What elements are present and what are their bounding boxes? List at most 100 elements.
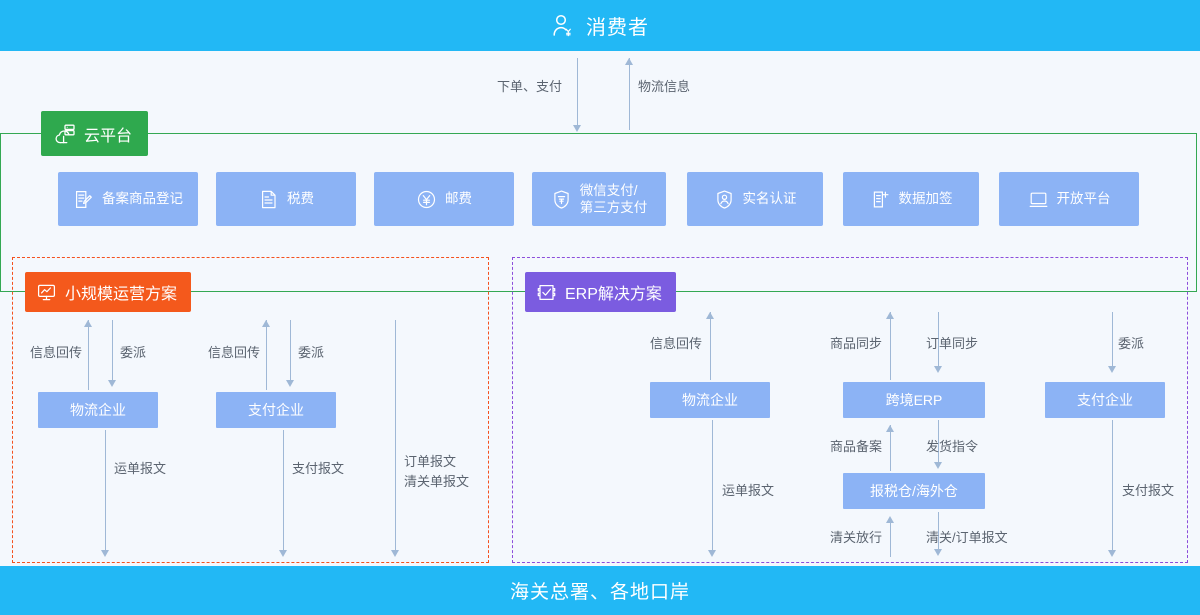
user-yen-icon <box>551 13 577 39</box>
edge-arrow-order-sync <box>934 366 942 373</box>
edge-arrow-logistics-info <box>624 58 633 65</box>
edge-label-info-return-left1: 信息回传 <box>29 345 82 360</box>
edge-arrow-payment-message-right <box>1108 550 1116 557</box>
edge-arrow-dispatch-left1 <box>108 380 116 387</box>
panel-erp-badge: ERP解决方案 <box>525 272 676 312</box>
erp-check-icon <box>536 282 557 303</box>
node-label: 物流企业 <box>682 392 738 408</box>
edge-line-info-return-right <box>710 312 712 380</box>
edge-arrow-waybill-message-right <box>708 550 716 557</box>
edge-arrow-customs-release <box>886 516 894 523</box>
edge-label-order-sync: 订单同步 <box>926 336 979 351</box>
shield-user-icon <box>714 189 735 210</box>
service-chip-label: 税费 <box>287 191 314 207</box>
node-payment-enterprise-left[interactable]: 支付企业 <box>216 392 336 428</box>
edge-arrow-info-return-right <box>706 312 714 319</box>
monitor-icon <box>1028 189 1049 210</box>
document-lines-icon <box>258 189 279 210</box>
node-cross-border-erp[interactable]: 跨境ERP <box>843 382 985 418</box>
edge-label-payment-message-right: 支付报文 <box>1122 483 1175 498</box>
service-chip-label: 数据加签 <box>898 191 953 207</box>
panel-small-scale-operation <box>12 257 489 563</box>
service-chip-label: 备案商品登记 <box>102 191 183 207</box>
edge-arrow-waybill-message-left <box>101 550 109 557</box>
service-chip-tax[interactable]: 税费 <box>216 172 356 226</box>
consumer-bar: 消费者 <box>0 0 1200 51</box>
edge-line-waybill-message-left <box>105 430 107 553</box>
edge-line-order-pay <box>577 58 579 130</box>
node-payment-enterprise-right[interactable]: 支付企业 <box>1045 382 1165 418</box>
edge-arrow-dispatch-left2 <box>286 380 294 387</box>
node-logistics-enterprise-right[interactable]: 物流企业 <box>650 382 770 418</box>
edge-line-payment-message-right <box>1112 420 1114 553</box>
edge-arrow-product-filing <box>886 425 894 432</box>
node-label: 报税仓/海外仓 <box>870 483 958 499</box>
monitor-chart-icon <box>36 282 57 303</box>
edge-label-product-filing: 商品备案 <box>829 439 882 454</box>
edge-label-line1: 订单报文 <box>404 454 457 469</box>
edge-line-product-sync <box>890 312 892 380</box>
edge-label-dispatch-right: 委派 <box>1118 336 1145 351</box>
edge-arrow-product-sync <box>886 312 894 319</box>
edge-arrow-dispatch-right <box>1108 366 1116 373</box>
edge-label-shipping-order: 发货指令 <box>926 439 979 454</box>
edge-label-dispatch-left2: 委派 <box>298 345 325 360</box>
edge-line-logistics-info <box>629 58 631 130</box>
customs-bar: 海关总署、各地口岸 <box>0 566 1200 615</box>
service-chip-label: 微信支付/ 第三方支付 <box>580 182 648 217</box>
edge-line-customs-release <box>890 519 892 557</box>
panel-erp-solution <box>512 257 1188 563</box>
node-bonded-overseas-warehouse[interactable]: 报税仓/海外仓 <box>843 473 985 509</box>
edge-arrow-customs-order-message <box>934 549 942 556</box>
edge-line-info-return-left1 <box>88 320 90 390</box>
node-logistics-enterprise-left[interactable]: 物流企业 <box>38 392 158 428</box>
document-edit-icon <box>73 189 94 210</box>
consumer-bar-label: 消费者 <box>586 17 649 39</box>
service-chip-label: 邮费 <box>445 191 472 207</box>
cloud-platform-badge: 云平台 <box>41 111 149 156</box>
service-chip-wechat-pay[interactable]: 微信支付/ 第三方支付 <box>532 172 666 226</box>
edge-line-order-sync <box>938 312 940 369</box>
edge-line-dispatch-right <box>1112 312 1114 369</box>
shield-pay-icon <box>551 189 572 210</box>
edge-label-product-sync: 商品同步 <box>829 336 882 351</box>
service-chip-postage[interactable]: 邮费 <box>374 172 514 226</box>
edge-label-logistics-info: 物流信息 <box>638 79 691 94</box>
cloud-server-icon <box>54 123 76 145</box>
edge-arrow-order-pay <box>572 125 581 132</box>
panel-erp-badge-label: ERP解决方案 <box>565 286 662 303</box>
edge-line-customs-order-message <box>938 512 940 552</box>
service-chip-data-signing[interactable]: 数据加签 <box>843 172 979 226</box>
edge-line-product-filing <box>890 425 892 471</box>
edge-label-payment-message-left: 支付报文 <box>292 461 345 476</box>
edge-arrow-shipping-order <box>934 462 942 469</box>
edge-label-info-return-right: 信息回传 <box>649 336 702 351</box>
edge-line-info-return-left2 <box>266 320 268 390</box>
edge-arrow-payment-message-left <box>279 550 287 557</box>
node-label: 物流企业 <box>70 402 126 418</box>
edge-line-dispatch-left1 <box>112 320 114 383</box>
edge-label-dispatch-left1: 委派 <box>120 345 147 360</box>
edge-label-info-return-left2: 信息回传 <box>207 345 260 360</box>
service-chip-label: 开放平台 <box>1056 191 1111 207</box>
edge-line-dispatch-left2 <box>290 320 292 383</box>
yen-circle-icon <box>416 189 437 210</box>
node-label: 支付企业 <box>248 402 304 418</box>
edge-line-payment-message-left <box>283 430 285 553</box>
customs-bar-label: 海关总署、各地口岸 <box>509 582 690 603</box>
edge-line-shipping-order <box>938 420 940 465</box>
edge-arrow-info-return-left2 <box>262 320 270 327</box>
edge-arrow-info-return-left1 <box>84 320 92 327</box>
cloud-platform-badge-label: 云平台 <box>84 127 133 145</box>
service-chip-label-line2: 第三方支付 <box>579 200 648 215</box>
service-chip-open-platform[interactable]: 开放平台 <box>999 172 1139 226</box>
edge-label-order-pay: 下单、支付 <box>496 79 562 94</box>
service-chip-label-line1: 微信支付/ <box>579 182 638 198</box>
edge-line-waybill-message-right <box>712 420 714 553</box>
edge-label-waybill-message-right: 运单报文 <box>722 483 775 498</box>
node-label: 支付企业 <box>1077 392 1133 408</box>
service-chip-product-registration[interactable]: 备案商品登记 <box>58 172 198 226</box>
node-label: 跨境ERP <box>885 392 943 408</box>
service-chip-realname-auth[interactable]: 实名认证 <box>687 172 823 226</box>
